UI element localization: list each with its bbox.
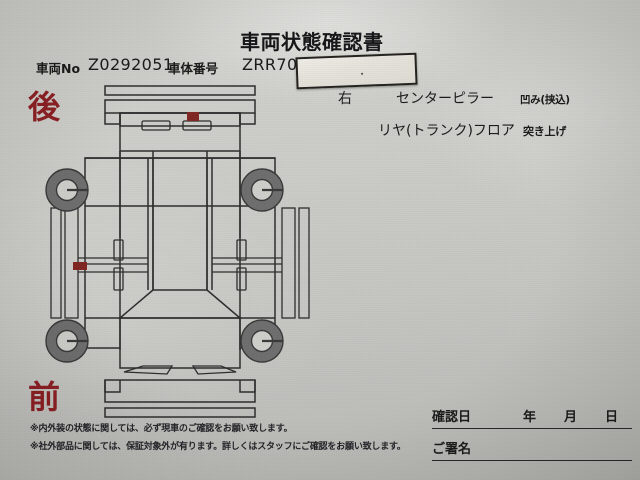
signature-label: ご署名 <box>432 442 472 457</box>
disclaimer-line-2: ※社外部品に関しては、保証対象外が有ります。詳しくはスタッフにご確認をお願い致し… <box>30 442 406 452</box>
signature-row: ご署名 <box>432 438 632 457</box>
chassis-no-redaction-sticker <box>295 52 418 90</box>
damage-part-1: センターピラー <box>396 91 494 107</box>
month-unit: 月 <box>564 410 578 425</box>
year-unit: 年 <box>523 410 537 425</box>
front-orientation-label: 前 <box>28 378 61 416</box>
confirmation-date-underline <box>432 428 632 429</box>
wheel-rear-left <box>45 168 89 212</box>
day-unit: 日 <box>605 410 619 425</box>
damage-note-row-2: リヤ(トランク)フロア突き上げ <box>378 120 566 140</box>
damage-mark-center-pillar <box>73 262 87 270</box>
damage-side-1: 右 <box>338 91 352 107</box>
damage-type-1: 凹み(挟込) <box>520 94 570 106</box>
damage-note-row-1: 右 センターピラー 凹み(挟込) <box>338 88 570 108</box>
disclaimer-line-1: ※内外装の状態に関しては、必ず現車のご確認をお願い致します。 <box>30 424 293 434</box>
confirmation-date-row: 確認日 年 月 日 <box>432 406 632 425</box>
confirmation-date-label: 確認日 <box>432 410 472 425</box>
vehicle-no-value: Z0292051 <box>88 55 174 74</box>
rear-orientation-label: 後 <box>28 88 61 126</box>
chassis-no-value: ZRR70- <box>242 55 304 74</box>
vehicle-no-label: 車両No <box>36 61 81 76</box>
wheel-rear-right <box>240 168 284 212</box>
damage-part-2: リヤ(トランク)フロア <box>378 123 515 139</box>
damage-type-2: 突き上げ <box>522 125 567 138</box>
confirmation-form: 確認日 年 月 日 ご署名 <box>432 406 632 468</box>
wheel-front-right <box>240 319 284 363</box>
chassis-no-label: 車体番号 <box>168 61 219 76</box>
signature-underline <box>432 460 632 461</box>
page-title: 車両状態確認書 <box>240 30 384 54</box>
wheel-front-left <box>45 319 89 363</box>
damage-mark-rear-trunk-floor <box>187 112 199 121</box>
